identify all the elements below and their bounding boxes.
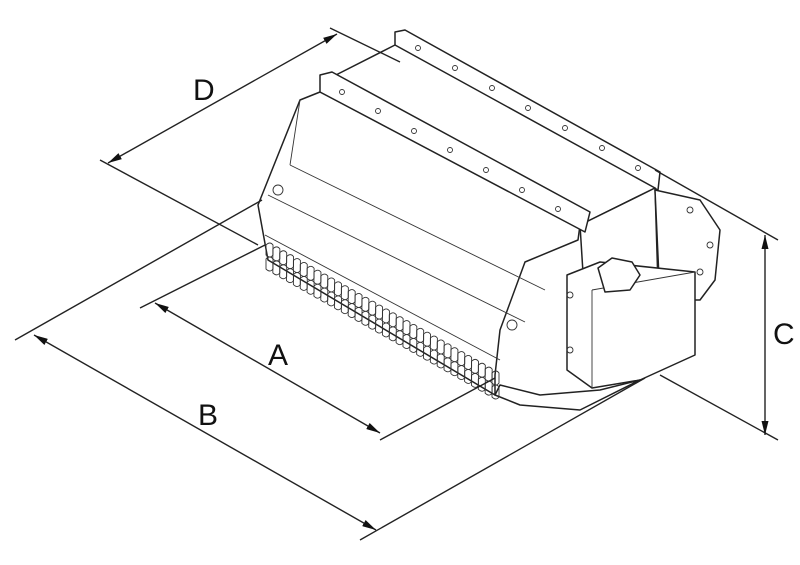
dimension-label-b: B: [198, 399, 218, 432]
dimension-label-a: A: [268, 339, 288, 372]
machine: [257, 29, 721, 411]
hammer-tooth: [491, 370, 500, 386]
bolt-holes: [339, 45, 641, 212]
dimension-a: A: [139, 244, 496, 441]
dimension-label-d: D: [193, 74, 215, 107]
gearbox: [597, 257, 641, 293]
dimension-label-c: C: [773, 318, 795, 351]
dimension-d: D: [99, 27, 401, 246]
skid: [494, 379, 641, 411]
dimension-c: C: [654, 169, 795, 441]
hammer-tooth: [491, 384, 500, 400]
